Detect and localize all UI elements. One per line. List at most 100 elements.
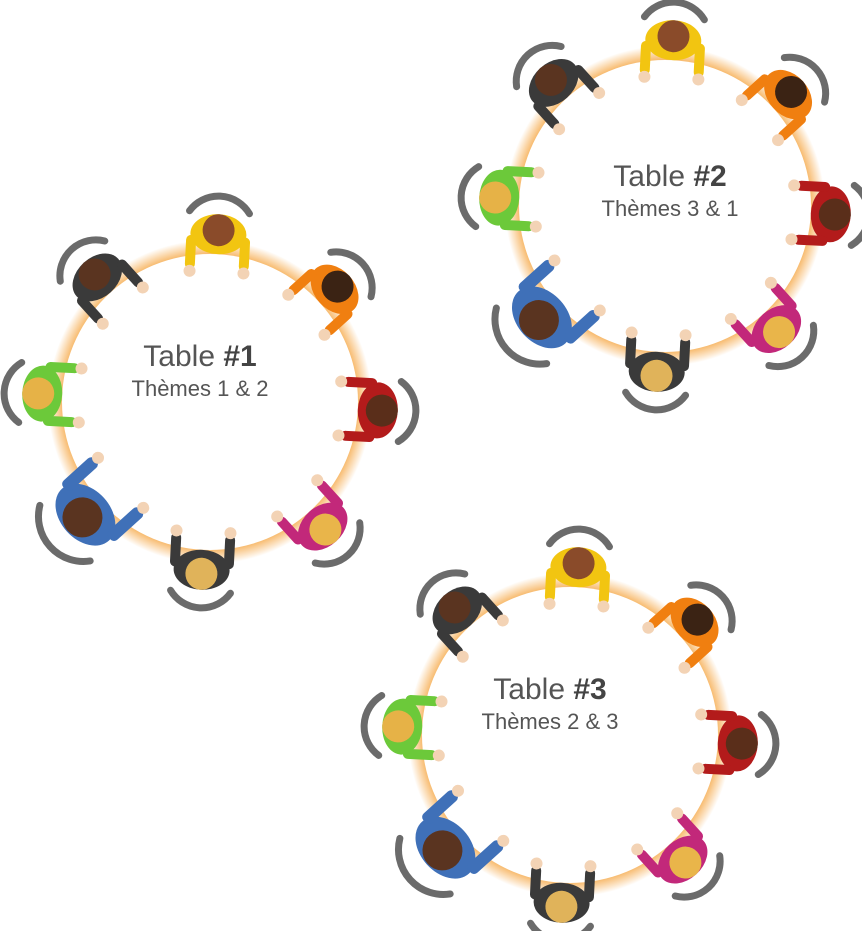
person-hand-left <box>695 708 708 721</box>
person-head <box>22 377 55 410</box>
table-1-group: Table #1 Thèmes 1 & 2 <box>0 190 420 612</box>
person-arm-left <box>741 74 770 101</box>
person-head <box>202 214 235 247</box>
person-hand-right <box>91 451 104 464</box>
person-head <box>640 359 673 392</box>
person <box>360 692 448 762</box>
person <box>56 236 149 330</box>
table-top <box>519 60 811 352</box>
person-hand-right <box>724 313 737 326</box>
table-2-subtitle: Thèmes 3 & 1 <box>601 196 739 221</box>
person-head <box>775 75 808 108</box>
chair-back <box>754 711 780 778</box>
person-hand-left <box>497 834 510 847</box>
chair-back <box>765 321 818 371</box>
person-arm-right <box>518 259 555 294</box>
person-arm-left <box>679 337 691 372</box>
person-arm-right <box>529 865 542 900</box>
person-arm-left <box>703 709 738 722</box>
person <box>638 0 708 86</box>
person-hand-left <box>671 807 684 820</box>
person-arm-right <box>169 532 182 567</box>
table-top <box>422 587 718 883</box>
table-3-subtitle: Thèmes 2 & 3 <box>481 709 619 734</box>
person <box>642 581 736 674</box>
person-arm-right <box>684 642 713 669</box>
chair-back <box>491 304 551 368</box>
person-head <box>479 181 512 214</box>
chair-back <box>416 569 469 618</box>
chair-back <box>34 501 94 565</box>
person <box>724 276 818 371</box>
person-hand-left <box>224 527 237 540</box>
table-1-label: Table #1 Thèmes 1 & 2 <box>85 340 315 404</box>
table-1-illustration <box>0 192 420 612</box>
person-hand-left <box>543 597 556 610</box>
person-arm-left <box>563 309 600 344</box>
chair-back <box>527 919 594 931</box>
person-head <box>382 710 415 743</box>
person-arm-right <box>730 319 757 348</box>
person-arm-right <box>477 592 504 621</box>
table-3-label: Table #3 Thèmes 2 & 3 <box>435 673 665 737</box>
person-arm-right <box>625 334 637 369</box>
person-hand-right <box>496 614 509 627</box>
person-hand-left <box>788 179 801 192</box>
person <box>785 179 862 249</box>
person-head <box>422 830 463 871</box>
person-hand-left <box>735 94 748 107</box>
person-hand-left <box>638 70 651 83</box>
person-arm-right <box>778 114 807 141</box>
table-1-subtitle: Thèmes 1 & 2 <box>131 376 269 401</box>
chair-back <box>56 236 109 285</box>
person-arm-right <box>276 516 303 545</box>
person-hand-left <box>679 329 692 342</box>
chair-back <box>186 192 253 218</box>
chair-back <box>394 834 454 898</box>
person <box>332 375 420 445</box>
person-hand-right <box>451 784 464 797</box>
person-head <box>763 316 796 349</box>
person <box>491 254 606 368</box>
person-arm-left <box>467 840 504 874</box>
person-arm-left <box>402 748 437 761</box>
person-hand-right <box>170 524 183 537</box>
person <box>282 248 376 341</box>
person-arm-left <box>583 868 596 903</box>
table-1-title: Table #1 <box>143 340 257 373</box>
table-2-illustration <box>457 0 862 414</box>
person <box>543 525 613 613</box>
person-arm-right <box>62 457 98 491</box>
person-head <box>438 591 471 624</box>
person-arm-right <box>45 361 80 374</box>
person-head <box>534 63 567 96</box>
person <box>735 53 830 147</box>
person-hand-left <box>335 375 348 388</box>
person-arm-right <box>700 763 735 776</box>
person-arm-right <box>502 166 537 178</box>
person-hand-left <box>96 317 109 330</box>
person-head <box>681 603 714 636</box>
chair-back <box>394 378 420 445</box>
table-top <box>62 254 358 550</box>
person-hand-left <box>137 501 150 514</box>
chair-back <box>167 586 234 612</box>
person <box>457 163 545 233</box>
person <box>394 784 510 898</box>
person-hand-right <box>271 510 284 523</box>
person-arm-left <box>544 567 557 602</box>
person-arm-left <box>770 282 797 311</box>
person-arm-left <box>288 268 317 296</box>
person-arm-left <box>42 415 77 428</box>
chair-back <box>512 41 565 91</box>
person-arm-left <box>533 101 560 130</box>
person <box>631 807 724 901</box>
person-hand-left <box>584 860 597 873</box>
person-arm-left <box>648 601 677 629</box>
person <box>527 857 597 931</box>
person-head <box>365 394 398 427</box>
person-head <box>657 20 690 53</box>
person-hand-right <box>692 73 705 86</box>
person-hand-right <box>548 254 561 267</box>
person-arm-left <box>107 507 144 541</box>
